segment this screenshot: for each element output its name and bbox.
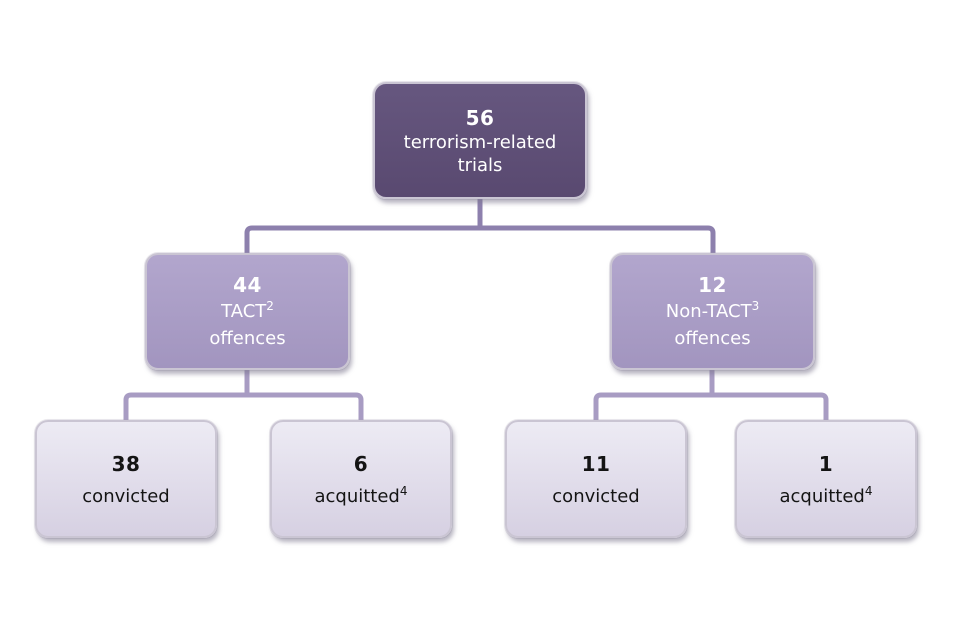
connector-root-to-level2 [244,196,716,255]
non-tact-offences-node: 12 Non-TACT3 offences [610,253,815,370]
node-sublabel: offences [674,327,751,349]
node-label: Non-TACT3 [665,298,760,322]
nontact-acquitted-node: 1 acquitted4 [735,420,917,538]
node-label: acquitted4 [314,483,408,507]
node-value: 56 [465,105,495,130]
node-value: 38 [111,451,141,476]
node-value: 44 [233,272,262,297]
node-value: 1 [818,451,834,476]
node-label: acquitted4 [779,483,873,507]
footnote-marker: 2 [266,298,274,313]
connector-nontact-to-leaves [593,366,829,422]
node-sublabel: offences [209,327,286,349]
tact-offences-node: 44 TACT2 offences [145,253,350,370]
footnote-marker: 4 [864,483,873,498]
root-node-trials: 56 terrorism-related trials [373,82,587,199]
node-label: convicted [552,485,640,507]
tact-convicted-node: 38 convicted [35,420,217,538]
connector-tact-to-leaves [123,366,364,422]
nontact-convicted-node: 11 convicted [505,420,687,538]
node-value: 6 [353,451,369,476]
node-value: 12 [698,272,727,297]
tact-acquitted-node: 6 acquitted4 [270,420,452,538]
node-label: convicted [82,485,170,507]
footnote-marker: 4 [399,483,408,498]
footnote-marker: 3 [751,298,760,313]
node-label: terrorism-related trials [403,131,557,176]
node-value: 11 [581,451,611,476]
node-label: TACT2 [221,298,274,322]
